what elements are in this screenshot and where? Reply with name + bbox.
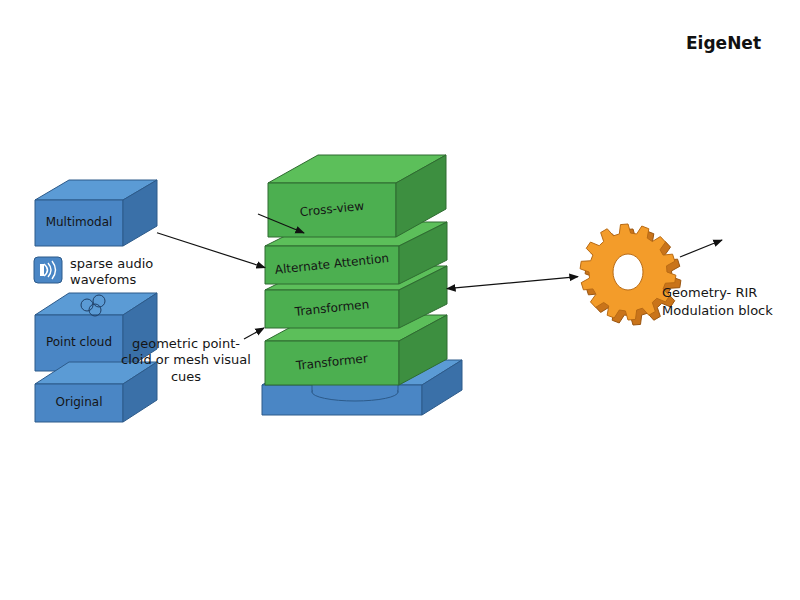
- note-label: sparse audio wavefoms: [70, 256, 180, 289]
- point-icon: [89, 304, 101, 316]
- layer-label: Multimodal: [39, 200, 119, 246]
- slab-side: [399, 315, 447, 385]
- slab-shape: [35, 362, 157, 422]
- layer-slab: Cross-view: [268, 155, 446, 237]
- block-label: Geometry- RIR Modulation block: [662, 284, 778, 319]
- layer-label: Original: [39, 384, 119, 422]
- layer-slab: Original: [35, 362, 157, 422]
- diagram-title: EigeNet: [686, 33, 761, 53]
- flow-arrow: [157, 233, 265, 268]
- slab-shape: [268, 155, 446, 237]
- note-label: geometric point-cloid or mesh visual cue…: [118, 336, 254, 385]
- gear-block: Geometry- RIR Modulation block: [578, 222, 678, 322]
- flow-arrow: [447, 277, 578, 289]
- slab-side: [123, 180, 157, 246]
- slab-shape: [35, 180, 157, 246]
- leader-arrow: [680, 240, 722, 257]
- slab-side: [123, 362, 157, 422]
- gear-hole: [613, 254, 643, 290]
- gear-body: [580, 224, 676, 320]
- leader-arrow: [258, 214, 304, 233]
- speaker-icon: [34, 257, 62, 283]
- leader-arrows: [244, 214, 722, 339]
- slab-front: [35, 384, 123, 422]
- slab-front: [35, 200, 123, 246]
- layer-slab: Multimodal: [35, 180, 157, 246]
- leader-arrow: [244, 328, 264, 339]
